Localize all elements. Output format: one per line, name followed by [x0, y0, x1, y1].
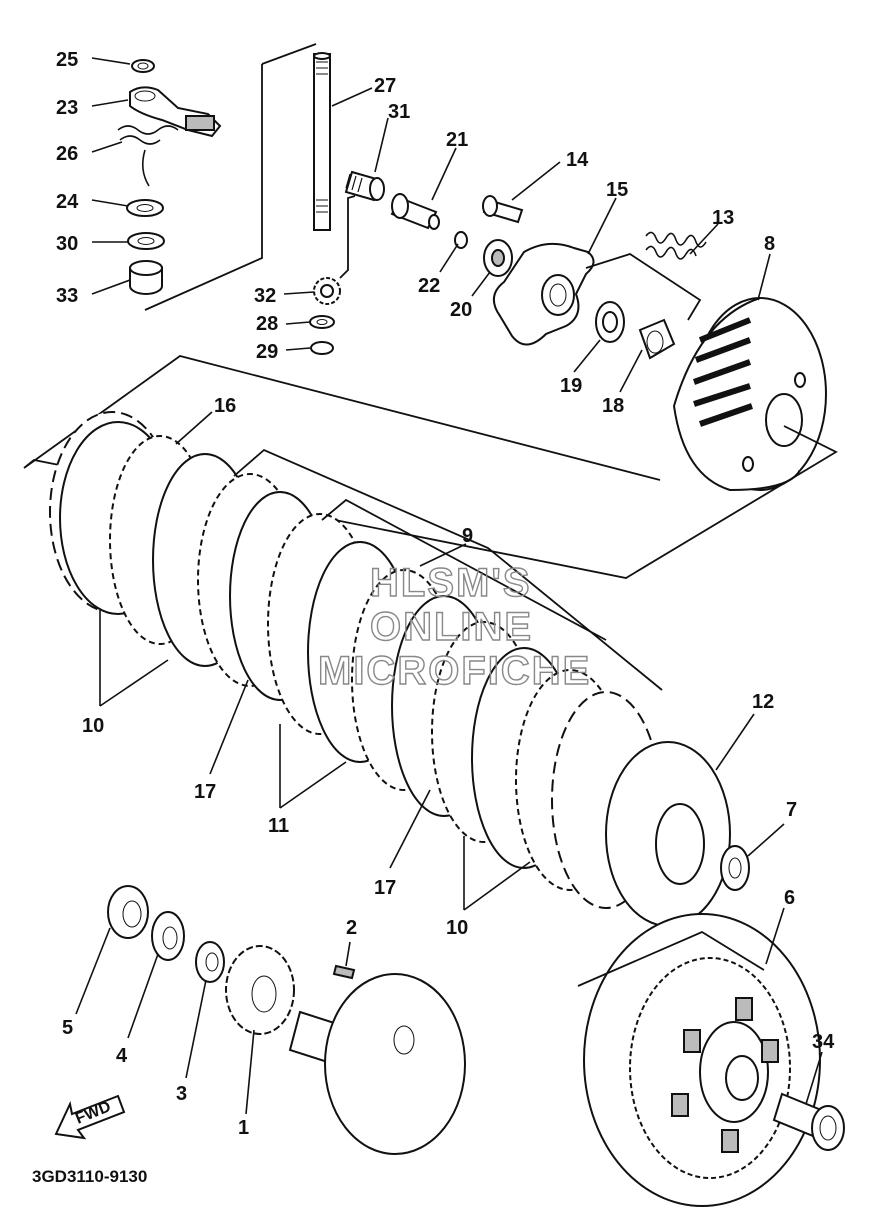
callout-4: 4	[116, 1045, 128, 1067]
callout-10-lower: 10	[446, 917, 468, 939]
part-6-clutch-housing	[583, 913, 821, 1207]
callout-10-upper: 10	[82, 715, 104, 737]
callout-22: 22	[418, 275, 440, 297]
part-20-bearing	[483, 239, 513, 277]
callout-32: 32	[254, 285, 276, 307]
callout-24: 24	[56, 191, 79, 213]
part-15-pressure-plate	[493, 242, 595, 346]
plate-stack	[49, 411, 661, 909]
part-24-washer	[126, 199, 164, 217]
part-30-washer	[127, 232, 165, 250]
part-31-pin	[344, 170, 385, 202]
watermark: HLSM'S ONLINE MICROFICHE	[317, 560, 591, 693]
bracket-clutch-boss	[23, 355, 838, 579]
callout-19: 19	[560, 375, 582, 397]
crankshaft	[288, 973, 466, 1155]
part-4-lock-washer	[151, 911, 185, 961]
callout-25: 25	[56, 49, 78, 71]
callout-29: 29	[256, 341, 278, 363]
part-26-spring	[117, 125, 179, 187]
bracket-plates-upper	[233, 448, 663, 691]
callout-7: 7	[786, 799, 797, 821]
part-12-pressure-disc	[605, 741, 731, 927]
part-8-clutch-boss	[672, 297, 827, 492]
callout-8: 8	[764, 233, 775, 255]
callout-18: 18	[602, 395, 624, 417]
part-28-washer	[309, 315, 335, 329]
part-21-push-rod	[390, 193, 440, 230]
callout-15: 15	[606, 179, 628, 201]
callout-30: 30	[56, 233, 78, 255]
callout-21: 21	[446, 129, 468, 151]
bracket-plates-mid	[321, 498, 607, 641]
callout-34: 34	[812, 1031, 835, 1053]
callout-12: 12	[752, 691, 774, 713]
watermark-line-3: MICROFICHE	[318, 649, 591, 693]
part-1-primary-drive-gear	[225, 945, 295, 1035]
callout-2: 2	[346, 917, 357, 939]
bracket-shift-left	[144, 64, 263, 311]
diagram-code: 3GD3110-9130	[32, 1167, 147, 1186]
part-2-key	[332, 964, 356, 980]
part-14-bolt	[482, 195, 524, 224]
callout-27: 27	[374, 75, 396, 97]
callout-13: 13	[712, 207, 734, 229]
callout-17-upper: 17	[194, 781, 216, 803]
callout-6: 6	[784, 887, 795, 909]
callout-26: 26	[56, 143, 78, 165]
watermark-line-1: HLSM'S	[370, 561, 532, 605]
callout-labels: 25 23 26 24 30 33 27 31 21 14 15 13 8 22…	[56, 49, 835, 1139]
part-33-collar	[129, 260, 163, 295]
part-23-lever	[129, 86, 222, 138]
part-32-gear	[313, 277, 341, 305]
callout-17-lower: 17	[374, 877, 396, 899]
callout-1: 1	[238, 1117, 249, 1139]
part-29-circlip	[310, 341, 334, 355]
callout-20: 20	[450, 299, 472, 321]
fwd-arrow-icon: FWD	[54, 1094, 126, 1140]
callout-3: 3	[176, 1083, 187, 1105]
leader-lines	[75, 57, 823, 1115]
part-3-washer	[195, 941, 225, 983]
part-13-spring	[645, 231, 707, 260]
callout-14: 14	[566, 149, 589, 171]
callout-33: 33	[56, 285, 78, 307]
callout-23: 23	[56, 97, 78, 119]
part-5-nut	[107, 885, 149, 939]
callout-11: 11	[268, 815, 289, 837]
callout-5: 5	[62, 1017, 73, 1039]
part-18-lock-washer	[638, 318, 676, 360]
part-19-bearing	[595, 301, 625, 343]
callout-16: 16	[214, 395, 236, 417]
part-27-shaft	[313, 52, 331, 231]
callout-31: 31	[388, 101, 410, 123]
part-7-lock-washer	[720, 845, 750, 891]
watermark-line-2: ONLINE	[370, 605, 533, 649]
callout-9: 9	[462, 525, 473, 547]
callout-28: 28	[256, 313, 278, 335]
bracket-shift-assembly	[261, 43, 317, 65]
bracket-housing	[577, 930, 765, 987]
bracket-pressure-plate	[585, 253, 702, 321]
part-34-spacer	[772, 1092, 845, 1151]
part-25-circlip	[131, 59, 155, 73]
bracket-27-32	[339, 195, 356, 279]
